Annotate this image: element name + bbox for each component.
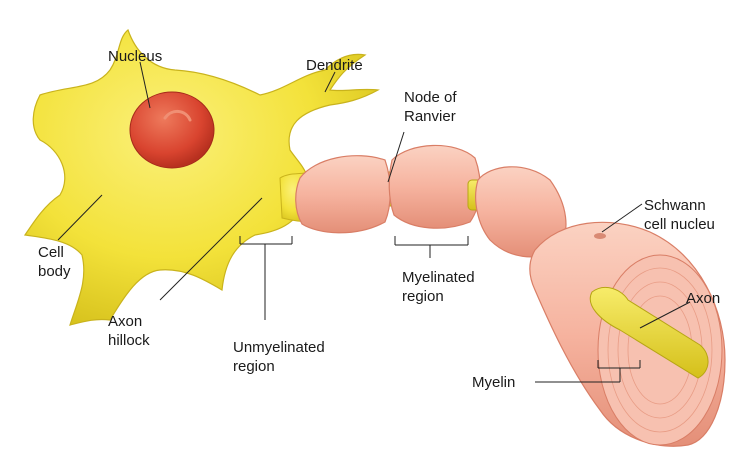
label-node-of-ranvier-1: Node of	[404, 88, 457, 107]
label-schwann-cell-nucleus-1: Schwann	[644, 196, 706, 215]
myelin-segment-1	[296, 156, 391, 233]
label-axon-hillock-2: hillock	[108, 331, 150, 350]
label-myelin: Myelin	[472, 373, 515, 392]
label-cell-body-2: body	[38, 262, 71, 281]
label-node-of-ranvier-2: Ranvier	[404, 107, 456, 126]
myelin-segment-2	[389, 145, 480, 228]
label-axon-hillock-1: Axon	[108, 312, 142, 331]
label-cell-body-1: Cell	[38, 243, 64, 262]
label-schwann-cell-nucleus-2: cell nucleu	[644, 215, 715, 234]
label-nucleus: Nucleus	[108, 47, 162, 66]
label-myelinated-region-2: region	[402, 287, 444, 306]
nucleus	[130, 92, 214, 168]
label-unmyelinated-region-1: Unmyelinated	[233, 338, 325, 357]
label-axon: Axon	[686, 289, 720, 308]
label-myelinated-region-1: Myelinated	[402, 268, 475, 287]
label-dendrite: Dendrite	[306, 56, 363, 75]
label-unmyelinated-region-2: region	[233, 357, 275, 376]
